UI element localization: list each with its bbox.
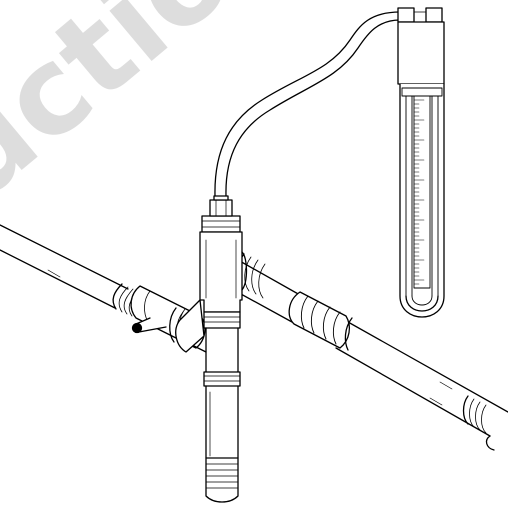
watermark-text: uction xyxy=(0,0,323,227)
flexible-tube xyxy=(214,11,401,197)
far-right-thread xyxy=(462,395,487,434)
left-pipe xyxy=(0,224,129,309)
hex-coupling xyxy=(288,291,353,351)
valve-handle-knob xyxy=(131,322,143,334)
right-pipe xyxy=(229,259,508,451)
drain-pipe xyxy=(203,327,241,503)
liquid-manometer xyxy=(397,7,445,318)
manometer-scale-ticks xyxy=(413,99,425,285)
tee-fitting xyxy=(175,215,248,353)
compression-nut xyxy=(209,195,233,217)
